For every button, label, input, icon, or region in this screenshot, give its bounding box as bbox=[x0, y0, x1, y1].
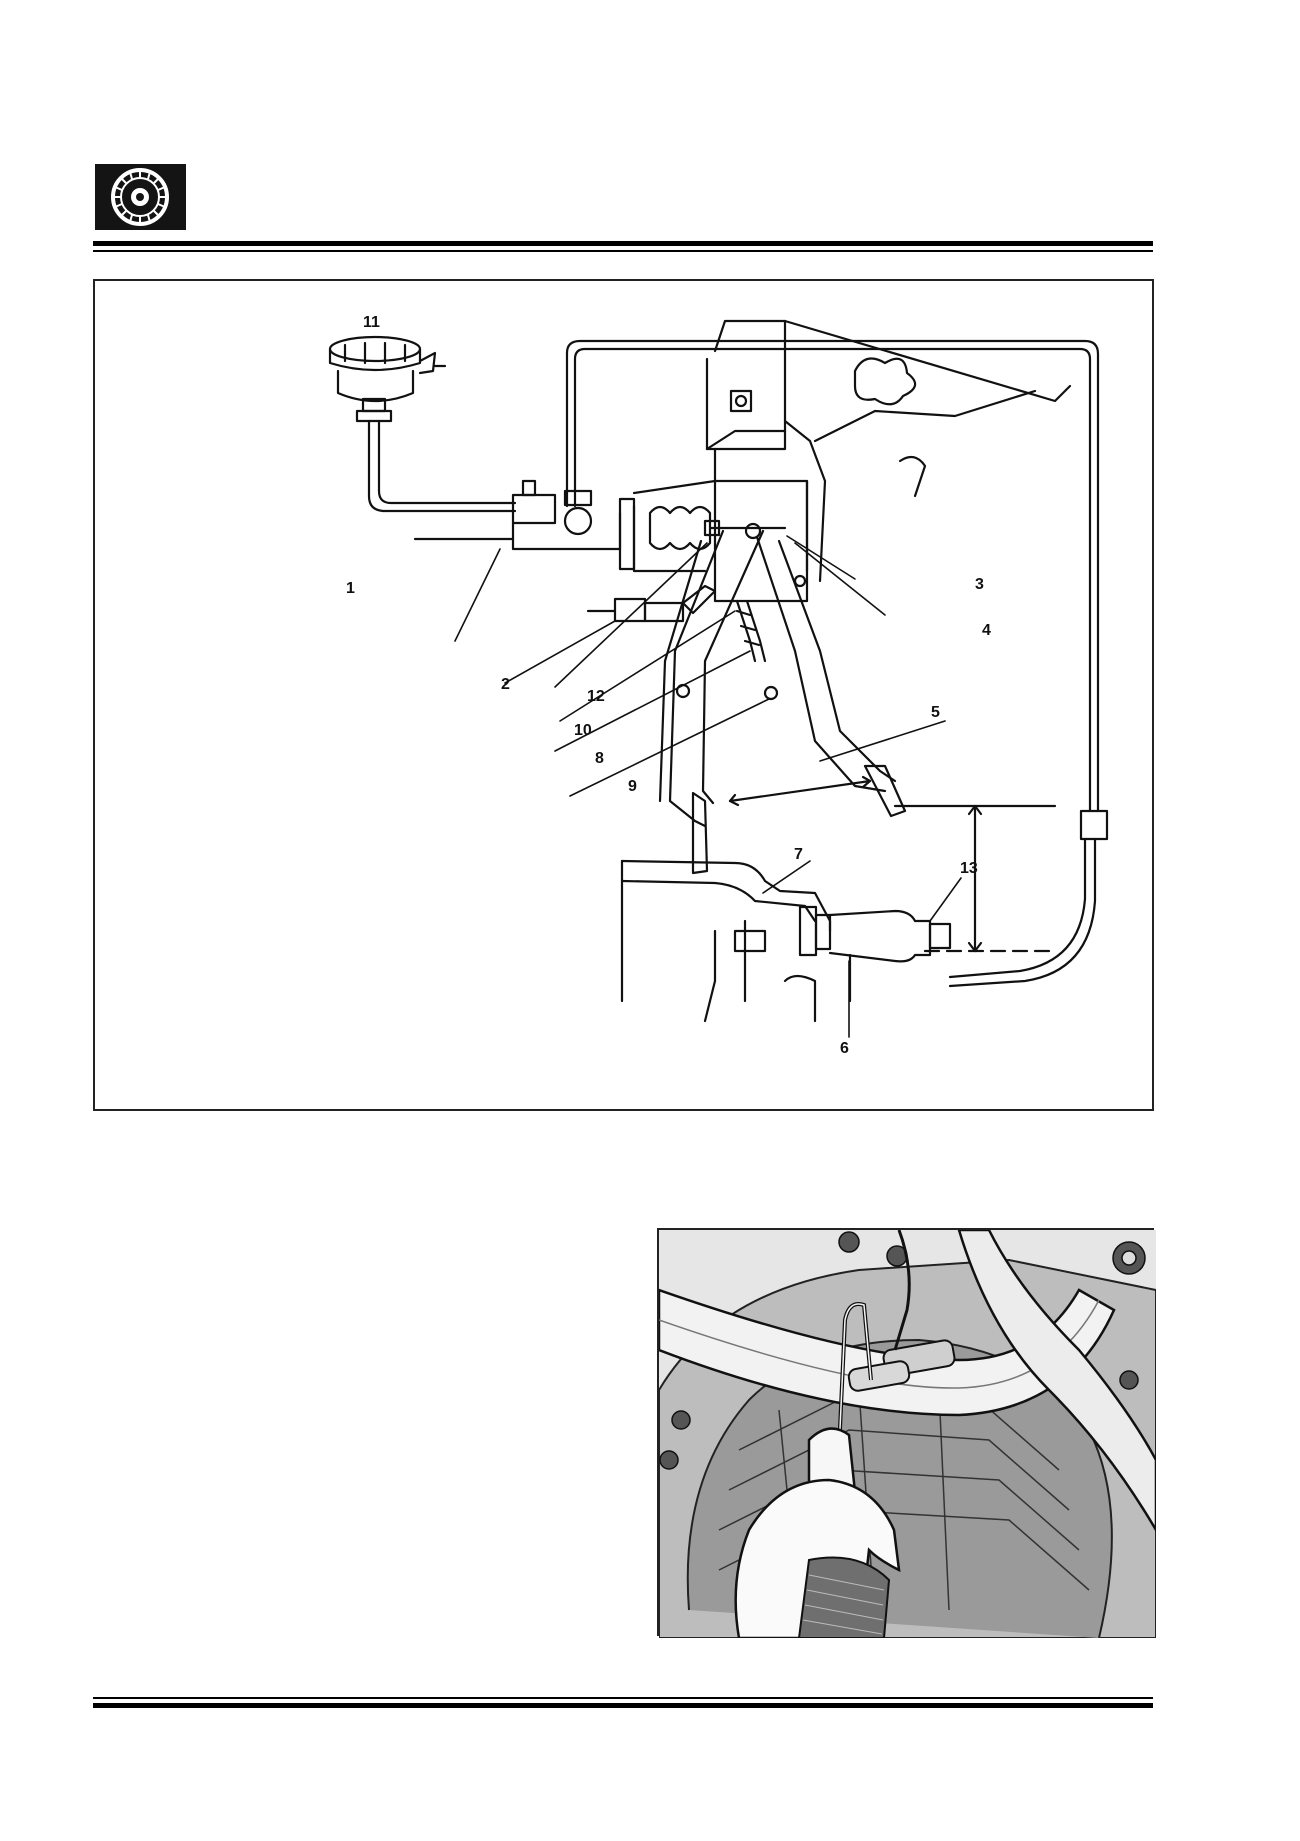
callout-3: 3 bbox=[975, 576, 984, 593]
callout-9: 9 bbox=[628, 778, 637, 795]
footer-rule-thick bbox=[93, 1703, 1153, 1708]
footer-rule-thin bbox=[93, 1697, 1153, 1699]
figure-clutch-hydraulic-diagram: 1 2 3 4 5 6 7 8 9 10 11 12 13 bbox=[93, 279, 1154, 1111]
underbody-illustration bbox=[659, 1230, 1156, 1638]
fluid-reservoir-drawing bbox=[328, 335, 517, 513]
header-rule-thick bbox=[93, 241, 1153, 246]
callout-5: 5 bbox=[931, 704, 940, 721]
callout-1: 1 bbox=[346, 580, 355, 597]
callout-10: 10 bbox=[574, 722, 592, 739]
callout-2: 2 bbox=[501, 676, 510, 693]
section-logo bbox=[95, 164, 186, 230]
callout-6: 6 bbox=[840, 1040, 849, 1057]
callout-13: 13 bbox=[960, 860, 978, 877]
callout-leaders bbox=[454, 535, 962, 1038]
callout-11: 11 bbox=[363, 314, 380, 331]
pedal-travel-dimension bbox=[728, 775, 1057, 953]
slave-cylinder-drawing bbox=[620, 859, 952, 1023]
figure-bleeding-slave-cylinder-photo bbox=[657, 1228, 1156, 1638]
hydraulic-pipe-drawing bbox=[565, 339, 1109, 988]
callout-4: 4 bbox=[982, 622, 991, 639]
clutch-pedal-drawing bbox=[658, 529, 907, 875]
callout-8: 8 bbox=[595, 750, 604, 767]
callout-7: 7 bbox=[794, 846, 803, 863]
pedal-bracket-drawing bbox=[705, 319, 1072, 603]
header-rule-thin bbox=[93, 250, 1153, 252]
clutch-system-drawing bbox=[328, 319, 1109, 1038]
clutch-disc-icon bbox=[111, 168, 169, 226]
callout-12: 12 bbox=[587, 688, 605, 705]
